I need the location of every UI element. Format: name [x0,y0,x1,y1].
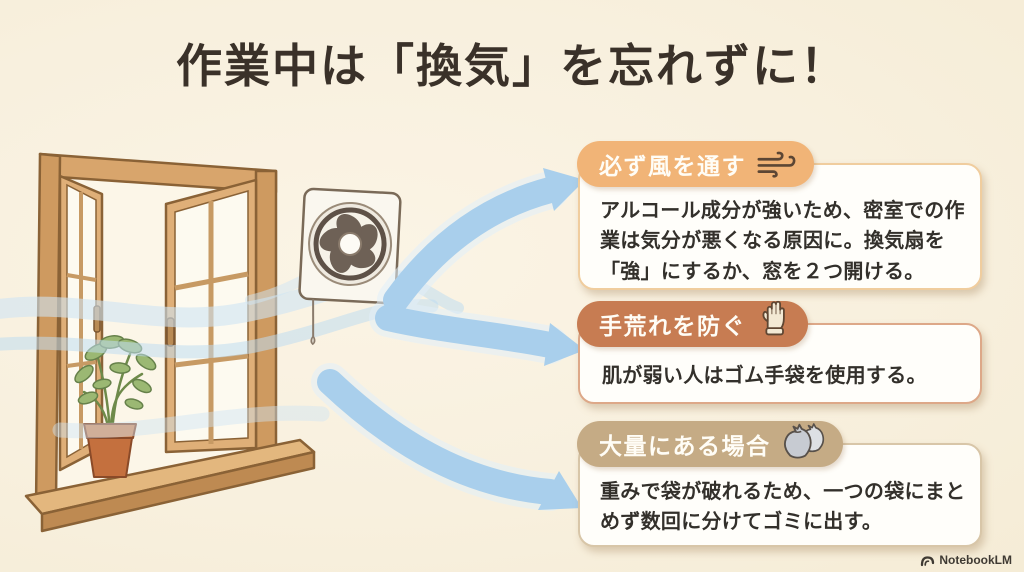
airflow-arrow-bottom [317,369,582,510]
page-title: 作業中は「換気」を忘れずに！ [176,40,848,92]
card-header-label: 必ず風を通す [599,153,746,179]
card-body-ventilation: アルコール成分が強いため、密室での作業は気分が悪くなる原因に。換気扇を「強」にす… [600,200,965,283]
airflow-arrow-middle [375,305,585,366]
notebooklm-label: NotebookLM [939,553,1012,567]
card-body-large-amount: 重みで袋が破れるため、一つの袋にまとめず数回に分けてゴミに出す。 [600,481,966,534]
card-header-large-amount: 大量にある場合 [577,421,843,467]
card-hand-protection: 手荒れを防ぐ 肌が弱い人はゴム手袋を使用する。 [577,300,982,404]
card-ventilation: 必ず風を通す アルコール成分が強いため、密室での作業は気分が悪くなる原因に。換気… [577,141,982,290]
airflow-arrow-top [383,168,585,313]
card-header-label: 手荒れを防ぐ [599,313,746,339]
notebooklm-logo-icon [921,555,935,566]
card-header-hand-protection: 手荒れを防ぐ [577,300,808,347]
card-header-ventilation: 必ず風を通す [577,141,814,187]
card-header-label: 大量にある場合 [599,433,771,459]
glove-icon [756,293,792,339]
wind-icon [756,148,798,180]
notebooklm-watermark: NotebookLM [920,553,1012,567]
card-large-amount: 大量にある場合 重みで袋が破れるため、一つの袋にまとめず数回に分けてゴミに出す。 [577,421,982,547]
card-body-hand-protection: 肌が弱い人はゴム手袋を使用する。 [602,365,927,387]
exhaust-fan-illustration [298,187,402,346]
airflow-arrows [311,168,585,511]
trash-bags-icon [781,418,827,460]
